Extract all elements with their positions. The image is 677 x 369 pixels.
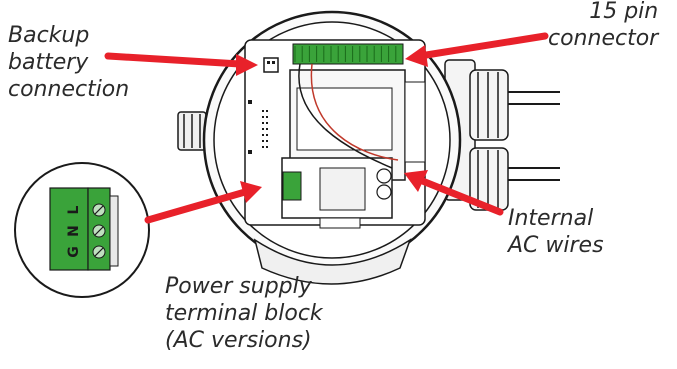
black-wire [298,63,393,169]
enclosure-flange [253,238,412,285]
pin-connector-15 [292,43,404,65]
battery-connector [263,57,279,73]
label-line: AC wires [508,233,604,258]
terminal-block-icon: L N G [14,162,150,298]
terminal-letter-L: L [66,205,82,214]
arrow-icon [104,32,549,224]
label-line: Internal [508,206,594,231]
label-line: 15 pin [589,0,659,24]
board-terminal-block [282,171,302,201]
pin-connector-label: 15 pin connector [548,0,658,52]
cable-glands [444,59,560,211]
internal-ac-label: Internal AC wires [508,205,604,259]
left-gland [177,111,207,151]
terminal-letter-G: G [66,246,82,258]
label-line: Power supply [165,274,312,299]
label-line: terminal block [165,301,323,326]
pcb-pins [248,100,268,154]
label-line: Backup [8,23,90,48]
power-supply-label: Power supply terminal block (AC versions… [165,273,323,354]
label-line: connection [8,77,130,102]
backup-battery-label: Backup battery connection [8,22,129,103]
terminal-letter-N: N [66,225,82,237]
label-line: battery [8,50,89,75]
label-line: connector [548,26,659,51]
label-line: (AC versions) [165,328,312,353]
red-wire [310,63,399,161]
